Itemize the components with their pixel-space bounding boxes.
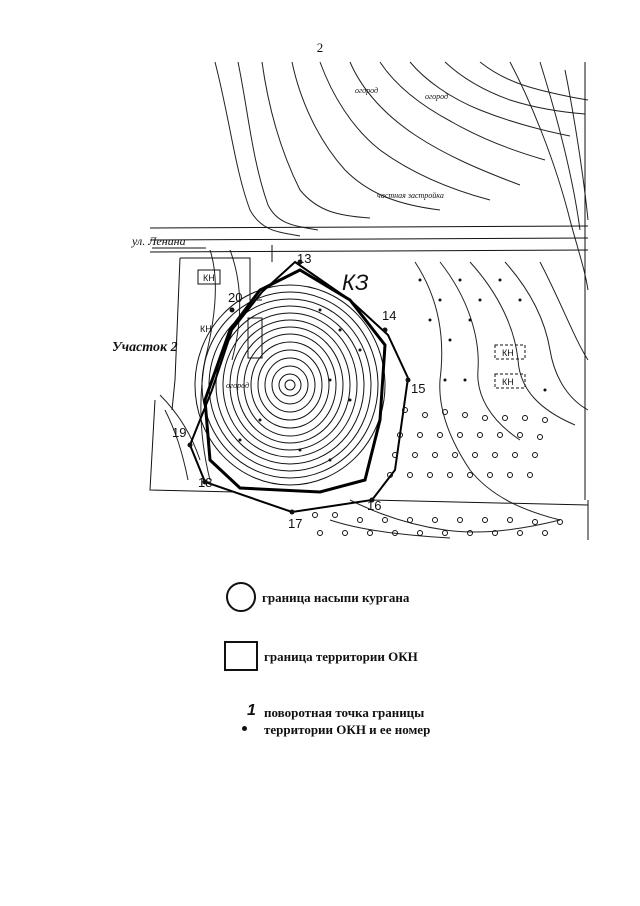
street-label: ул. Ленина — [131, 234, 186, 248]
boundary-point-13: 13 — [297, 251, 311, 266]
survey-dots — [238, 278, 547, 462]
private-development-label: частная застройка — [377, 191, 444, 200]
legend-okn-boundary: граница территории ОКН — [224, 641, 418, 671]
kn-mark: КН — [200, 324, 212, 334]
mound-contours — [194, 284, 386, 486]
legend-text: граница территории ОКН — [264, 648, 418, 664]
boundary-point-20: 20 — [228, 290, 242, 305]
page-number: 2 — [316, 40, 324, 55]
boundary-point-14: 14 — [382, 308, 396, 323]
field-markers — [312, 407, 563, 536]
legend-mound-boundary: граница насыпи кургана — [226, 582, 409, 612]
boundary-point-15: 15 — [411, 381, 425, 396]
legend-turning-point: 1 поворотная точка границы территории ОК… — [240, 702, 431, 738]
kn-label: КН — [502, 377, 514, 387]
street-lines — [149, 225, 589, 253]
boundary-point-18: 18 — [198, 475, 212, 490]
legend-text: территории ОКН и ее номер — [264, 722, 431, 737]
boundary-point-16: 16 — [367, 498, 381, 513]
plot-label: Участок 2 — [112, 340, 178, 355]
kh-plot-marks: КН КН КН КН — [200, 273, 526, 389]
mound-boundary — [203, 268, 387, 494]
garden-label: огород — [425, 92, 448, 101]
legend-text: поворотная точка границы — [264, 705, 425, 720]
turning-point-symbol-icon: 1 — [240, 702, 260, 738]
legend-text: граница насыпи кургана — [262, 589, 410, 605]
zone-label: КЗ — [342, 270, 369, 295]
circle-symbol-icon — [226, 582, 256, 612]
garden-label: огород — [226, 381, 249, 390]
terrain-contours — [159, 61, 589, 539]
boundary-point-19: 19 — [172, 425, 186, 440]
boundary-point-17: 17 — [288, 516, 302, 531]
turning-point-number: 1 — [247, 702, 256, 719]
kn-mark: КН — [203, 273, 215, 283]
boundary-point-markers — [187, 259, 411, 515]
plot-boundaries — [149, 62, 589, 540]
kn-label: КН — [502, 348, 514, 358]
square-symbol-icon — [224, 641, 258, 671]
garden-label: огород — [355, 86, 378, 95]
